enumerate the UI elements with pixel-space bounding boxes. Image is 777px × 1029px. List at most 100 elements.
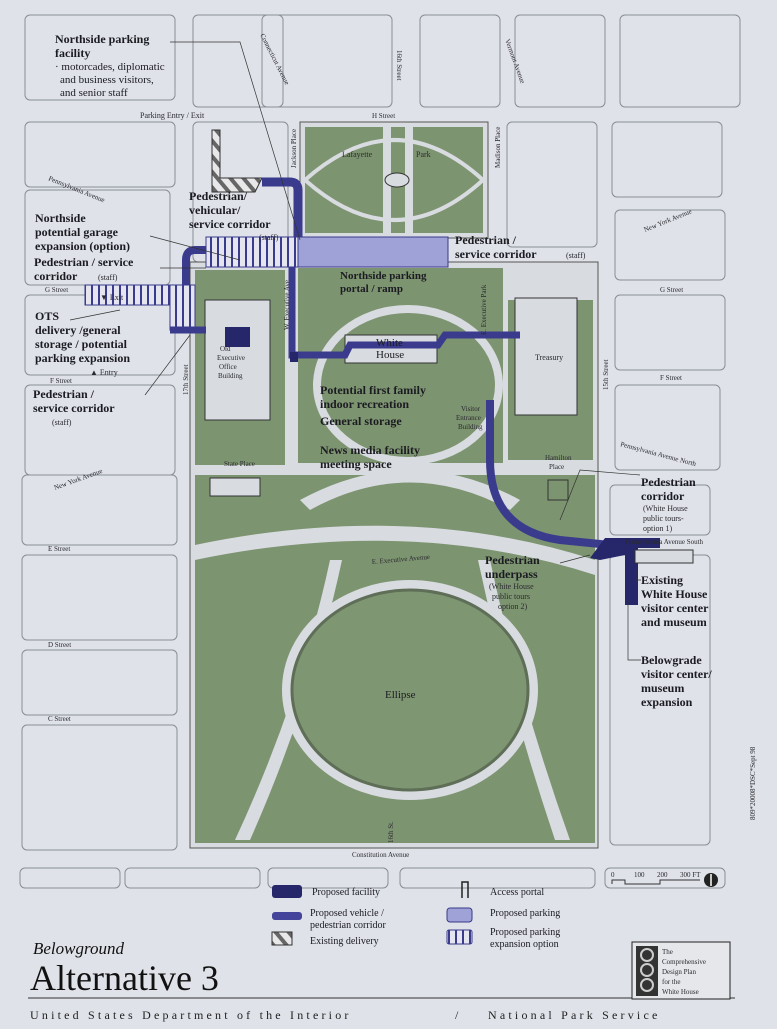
- label-ped-corridor-sub: option 1): [643, 524, 672, 533]
- legend-swatch-corridor: [272, 912, 302, 920]
- label-garage-expansion: expansion (option): [35, 239, 130, 253]
- callout-labels: Northside parking facility · motorcades,…: [33, 32, 757, 820]
- street-e: E Street: [48, 545, 70, 553]
- label-ped-service-west: corridor: [34, 269, 78, 283]
- label-northside-facility: facility: [55, 46, 90, 60]
- street-16th: 16th Street: [395, 50, 403, 81]
- street-g-west: G Street: [45, 286, 68, 294]
- legend-corridor: Proposed vehicle /: [310, 908, 384, 919]
- legend-expansion: expansion option: [490, 939, 559, 950]
- street-e-executive-park: E. Executive Park: [480, 284, 488, 335]
- label-oeob: Building: [218, 372, 243, 380]
- scale-tick: 300 FT: [680, 871, 701, 879]
- label-oeob: Old: [220, 345, 231, 353]
- label-garage-expansion: potential garage: [35, 225, 119, 239]
- label-ped-vehicular: Pedestrian/: [189, 189, 248, 203]
- street-constitution: Constitution Avenue: [352, 851, 409, 859]
- title-kicker: Belowground: [33, 939, 124, 958]
- label-hamilton: Place: [549, 463, 564, 471]
- street-madison: Madison Place: [494, 127, 502, 168]
- proposed-parking-area: [297, 236, 449, 268]
- label-underpass-sub: public tours: [492, 592, 530, 601]
- label-ots: storage / potential: [35, 337, 128, 351]
- label-existing-visitor-center: Existing: [641, 573, 683, 587]
- label-staff: (staff): [259, 233, 279, 242]
- street-15th: 15th Street: [602, 359, 610, 390]
- label-oeob: Executive: [217, 354, 245, 362]
- lafayette-park: [299, 121, 489, 239]
- label-staff: (staff): [566, 251, 586, 260]
- label-ped-corridor: Pedestrian: [641, 475, 696, 489]
- label-entry: ▲ Entry: [90, 368, 118, 377]
- label-visitor-entrance: Building: [458, 423, 483, 431]
- label-recreation: Potential first family: [320, 383, 426, 397]
- plan-logo: The Comprehensive Design Plan for the Wh…: [631, 941, 731, 1000]
- legend-swatch-parking: [446, 907, 473, 923]
- label-treasury: Treasury: [535, 353, 563, 362]
- scale-bar: 0 100 200 300 FT: [611, 871, 718, 887]
- label-ellipse: Ellipse: [385, 689, 416, 701]
- label-hamilton: Hamilton: [545, 454, 572, 462]
- label-ped-service-east: Pedestrian /: [455, 233, 517, 247]
- label-ots: delivery /general: [35, 323, 121, 337]
- presidents-park: [189, 261, 599, 849]
- leader-lines: [69, 41, 641, 661]
- legend: Proposed facility Proposed vehicle / ped…: [271, 881, 560, 950]
- legend-expansion: Proposed parking: [490, 927, 560, 938]
- label-northside-sub: and business visitors,: [60, 74, 154, 86]
- label-ped-corridor-sub: (White House: [643, 504, 688, 513]
- street-g-east: G Street: [660, 286, 683, 294]
- label-underpass-sub: option 2): [498, 602, 527, 611]
- label-ped-vehicular: service corridor: [189, 217, 271, 231]
- street-f-east: F Street: [660, 374, 682, 382]
- label-underpass: underpass: [485, 567, 538, 581]
- scale-tick: 200: [657, 871, 668, 879]
- logo-text: for the: [662, 978, 680, 986]
- label-existing-visitor-center: and museum: [641, 615, 707, 629]
- label-belowgrade: Belowgrade: [641, 653, 702, 667]
- label-staff: (staff): [98, 273, 118, 282]
- street-17th: 17th Street: [182, 364, 190, 395]
- label-storage: General storage: [320, 414, 402, 428]
- label-ped-vehicular: vehicular/: [189, 203, 241, 217]
- label-portal: portal / ramp: [340, 283, 403, 295]
- garage-expansion-area: [205, 236, 299, 268]
- label-ped-corridor: corridor: [641, 489, 685, 503]
- label-northside-sub: · motorcades, diplomatic: [55, 61, 165, 73]
- label-white-house: White: [376, 337, 403, 349]
- label-portal: Northside parking: [340, 270, 427, 282]
- label-exit: ▼ Exit: [100, 293, 124, 302]
- legend-parking: Proposed parking: [490, 908, 560, 919]
- footer-separator: /: [455, 1008, 459, 1022]
- label-belowgrade: museum: [641, 681, 684, 695]
- label-lafayette: Lafayette: [342, 150, 373, 159]
- plate-code: 809*20008*DSC*Sept 98: [749, 746, 757, 820]
- label-garage-expansion: Northside: [35, 211, 86, 225]
- legend-delivery: Existing delivery: [310, 936, 379, 947]
- proposed-features: [84, 129, 694, 605]
- access-portal-icon: [461, 881, 469, 898]
- scale-tick: 100: [634, 871, 645, 879]
- legend-portal: Access portal: [490, 887, 544, 898]
- label-ped-service-west: Pedestrian / service: [34, 255, 134, 269]
- label-ped-service-sw: Pedestrian /: [33, 387, 95, 401]
- footer-department: United States Department of the Interior: [30, 1008, 352, 1022]
- label-belowgrade: visitor center/: [641, 667, 712, 681]
- legend-swatch-delivery: [271, 931, 293, 946]
- label-parking-entry: Parking Entry / Exit: [140, 111, 205, 120]
- legend-swatch-facility: [272, 885, 302, 898]
- label-ped-corridor-sub: public tours-: [643, 514, 684, 523]
- legend-facility: Proposed facility: [312, 887, 380, 898]
- label-news: meeting space: [320, 457, 392, 471]
- label-ots: parking expansion: [35, 351, 130, 365]
- label-recreation: indoor recreation: [320, 397, 409, 411]
- label-underpass: Pedestrian: [485, 553, 540, 567]
- street-f-west: F Street: [50, 377, 72, 385]
- page-title: Alternative 3: [30, 958, 219, 998]
- legend-corridor: pedestrian corridor: [310, 920, 386, 931]
- label-oeob: Office: [219, 363, 237, 371]
- logo-text: White House: [662, 988, 699, 996]
- scale-tick: 0: [611, 871, 615, 879]
- street-c: C Street: [48, 715, 71, 723]
